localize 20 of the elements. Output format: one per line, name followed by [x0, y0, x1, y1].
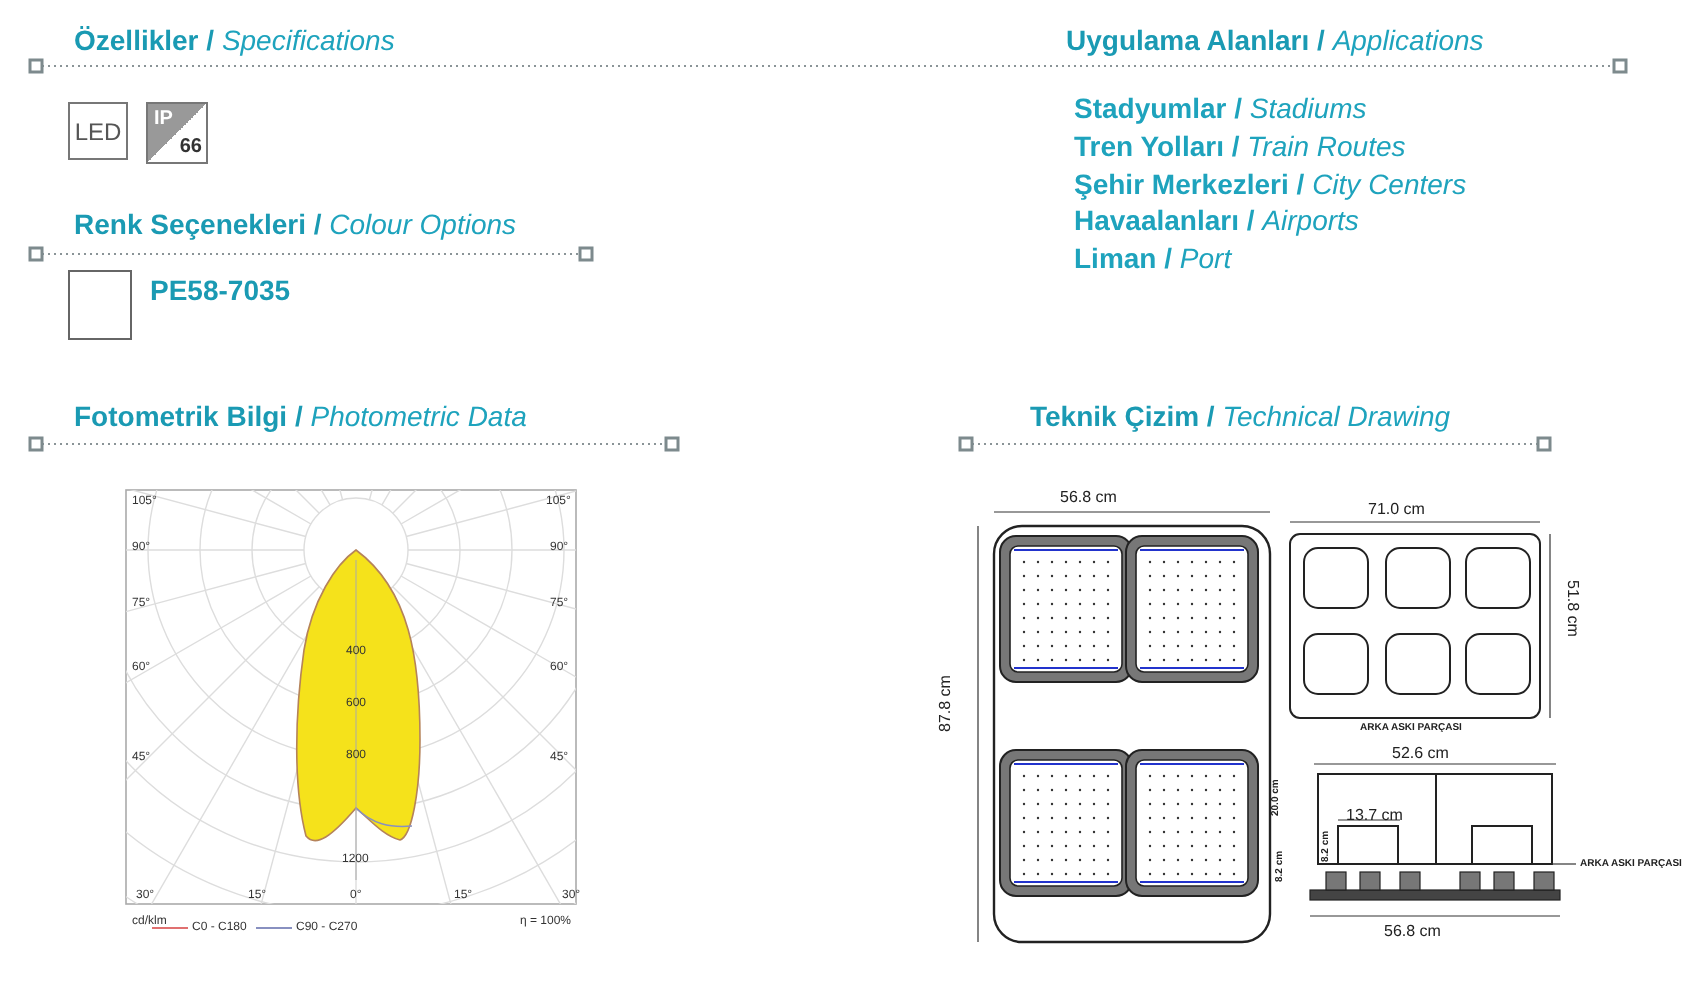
dimension-label: 71.0 cm	[1368, 502, 1425, 518]
application-item: Tren Yolları / Train Routes	[1074, 132, 1406, 160]
dimension-label: 51.8 cm	[1564, 580, 1580, 637]
section-heading: Uygulama Alanları / Applications	[1066, 26, 1484, 54]
application-item: Şehir Merkezleri / City Centers	[1074, 170, 1467, 198]
section-heading: Özellikler / Specifications	[74, 26, 395, 54]
color-code: PE58-7035	[150, 276, 291, 304]
application-item: Stadyumlar / Stadiums	[1074, 94, 1367, 122]
dimension-label: 52.6 cm	[1392, 746, 1449, 762]
ip-rating-icon: IP 66	[146, 102, 208, 164]
section-heading: Renk Seçenekleri / Colour Options	[74, 210, 517, 238]
application-item: Havaalanları / Airports	[1074, 206, 1359, 234]
dimension-label: 87.8 cm	[938, 675, 954, 732]
led-icon: LED	[68, 102, 128, 160]
dimension-label: 56.8 cm	[1060, 490, 1117, 506]
dimension-label: 13.7 cm	[1346, 808, 1403, 824]
application-item: Liman / Port	[1074, 244, 1232, 272]
dimension-label: 56.8 cm	[1384, 924, 1441, 940]
section-heading: Fotometrik Bilgi / Photometric Data	[74, 402, 527, 430]
section-heading: Teknik Çizim / Technical Drawing	[1030, 402, 1451, 430]
